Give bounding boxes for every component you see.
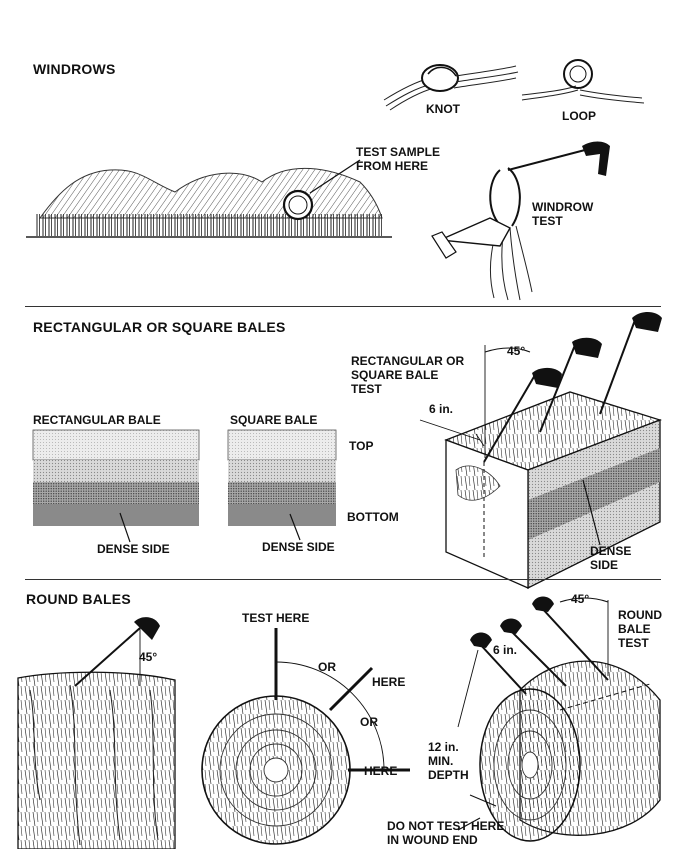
windrows-heading: WINDROWS bbox=[33, 61, 116, 77]
here-label-1: HERE bbox=[372, 675, 406, 689]
round-bale-side-view bbox=[17, 617, 176, 849]
do-not-test-label: DO NOT TEST HERE IN WOUND END bbox=[387, 819, 505, 847]
test-here-label: TEST HERE bbox=[242, 611, 310, 625]
angle-label-side-view: 45° bbox=[139, 650, 158, 664]
rectangular-bale-label: RECTANGULAR BALE bbox=[33, 413, 161, 427]
min-depth-label: 12 in. MIN. DEPTH bbox=[428, 740, 469, 782]
knot-drawing bbox=[383, 64, 519, 111]
test-sample-label: TEST SAMPLE FROM HERE bbox=[356, 145, 441, 173]
angle-label-rectangular: 45° bbox=[507, 344, 526, 358]
six-inch-label-round: 6 in. bbox=[493, 643, 518, 657]
loop-drawing bbox=[521, 59, 645, 104]
or-label-2: OR bbox=[360, 715, 378, 729]
bale-test-label: RECTANGULAR OR SQUARE BALE TEST bbox=[351, 354, 465, 396]
round-bale-test-label: ROUND BALE TEST bbox=[618, 608, 662, 650]
loop-label: LOOP bbox=[562, 109, 597, 123]
rectangular-square-bales-heading: RECTANGULAR OR SQUARE BALES bbox=[33, 319, 286, 335]
section-divider bbox=[25, 306, 661, 307]
six-inch-label-rectangular: 6 in. bbox=[429, 402, 454, 416]
here-label-2: HERE bbox=[364, 764, 398, 778]
square-bale-label: SQUARE BALE bbox=[230, 413, 318, 427]
rectangular-bale-3d bbox=[419, 312, 662, 590]
bottom-label: BOTTOM bbox=[347, 510, 399, 524]
knot-label: KNOT bbox=[426, 102, 460, 116]
windrow-test-label: WINDROW TEST bbox=[532, 200, 594, 228]
section-divider bbox=[25, 579, 661, 580]
square-bale-cross-section bbox=[227, 429, 337, 541]
or-label-1: OR bbox=[318, 660, 336, 674]
round-bale-end-view bbox=[201, 628, 410, 845]
rectangular-bale-cross-section bbox=[32, 429, 200, 543]
round-bales-heading: ROUND BALES bbox=[26, 591, 131, 607]
dense-side-label-3d: DENSE SIDE bbox=[590, 544, 632, 572]
windrow-test-drawing bbox=[431, 141, 610, 301]
top-label: TOP bbox=[349, 439, 374, 453]
dense-side-label-rectangular: DENSE SIDE bbox=[97, 542, 170, 556]
dense-side-label-square: DENSE SIDE bbox=[262, 540, 335, 554]
round-bale-3d bbox=[457, 596, 661, 842]
windrow-mound bbox=[26, 159, 392, 238]
angle-label-3d: 45° bbox=[571, 592, 590, 606]
